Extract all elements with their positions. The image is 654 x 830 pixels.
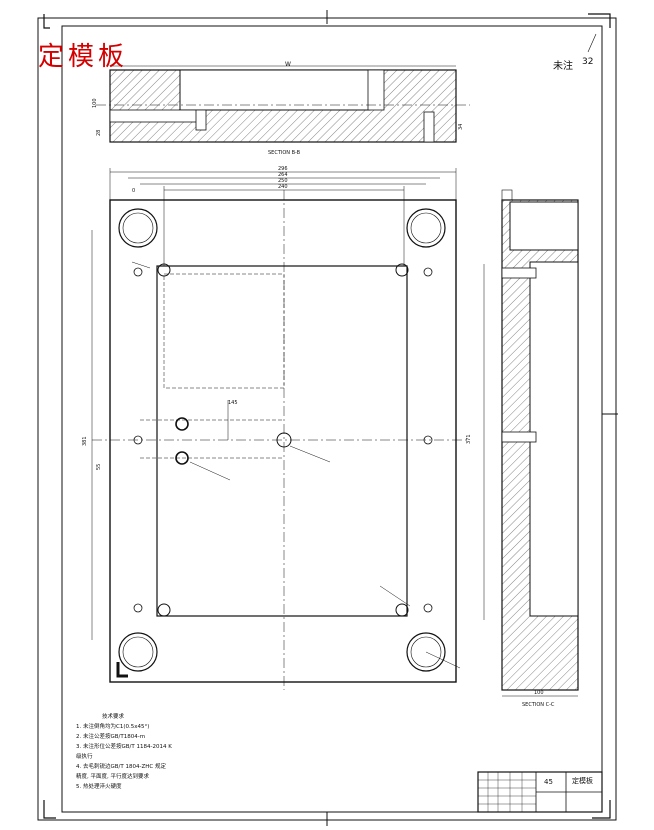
- dim-28: 28: [96, 130, 102, 136]
- dim-381: 381: [82, 436, 88, 446]
- note-item: 3. 未注形位公差按GB/T 1184-2014 K: [76, 744, 172, 750]
- dim-100: 100: [92, 98, 98, 108]
- title-block-material: 45: [544, 778, 553, 786]
- technical-notes: 技术要求 1. 未注倒角均为C1(0.5x45°) 2. 未注公差按GB/T18…: [76, 712, 172, 792]
- section-bb-view: W 100 28 34 SECTION B-B: [92, 61, 470, 156]
- front-view: [91, 190, 485, 690]
- dim-264: 264: [278, 172, 288, 178]
- dim-250: 250: [278, 178, 288, 184]
- title-block: [477, 771, 603, 813]
- dim-top-w: W: [285, 61, 291, 68]
- note-item: 精度, 平面度, 平行度达到要求: [76, 774, 149, 780]
- section-cc-view: 100 SECTION C-C: [501, 189, 579, 708]
- drawing-title: 定模板: [38, 42, 129, 72]
- roughness-label: 未注: [553, 61, 573, 72]
- dim-296: 296: [278, 166, 288, 172]
- dim-side-100: 100: [534, 690, 544, 696]
- dim-55: 55: [96, 464, 102, 470]
- title-block-name: 定模板: [572, 777, 593, 785]
- section-cc-label: SECTION C-C: [522, 702, 555, 708]
- dim-240: 240: [278, 184, 288, 190]
- note-item: 4. 去毛刺锐边GB/T 1804-ZHC 规定: [76, 764, 166, 770]
- dim-371: 371: [466, 434, 472, 444]
- note-item: 级执行: [76, 754, 93, 760]
- sheet-frame: [37, 10, 618, 826]
- dim-0: 0: [132, 188, 135, 194]
- note-item: 5. 热处理淬火硬度: [76, 784, 122, 790]
- note-item: 1. 未注倒角均为C1(0.5x45°): [76, 724, 150, 730]
- roughness-value: 32: [582, 57, 594, 67]
- section-bb-label: SECTION B-B: [268, 150, 301, 156]
- dim-34: 34: [458, 124, 464, 130]
- notes-heading: 技术要求: [102, 714, 125, 720]
- note-item: 2. 未注公差按GB/T1804-m: [76, 734, 146, 740]
- dim-145: 145: [228, 400, 238, 406]
